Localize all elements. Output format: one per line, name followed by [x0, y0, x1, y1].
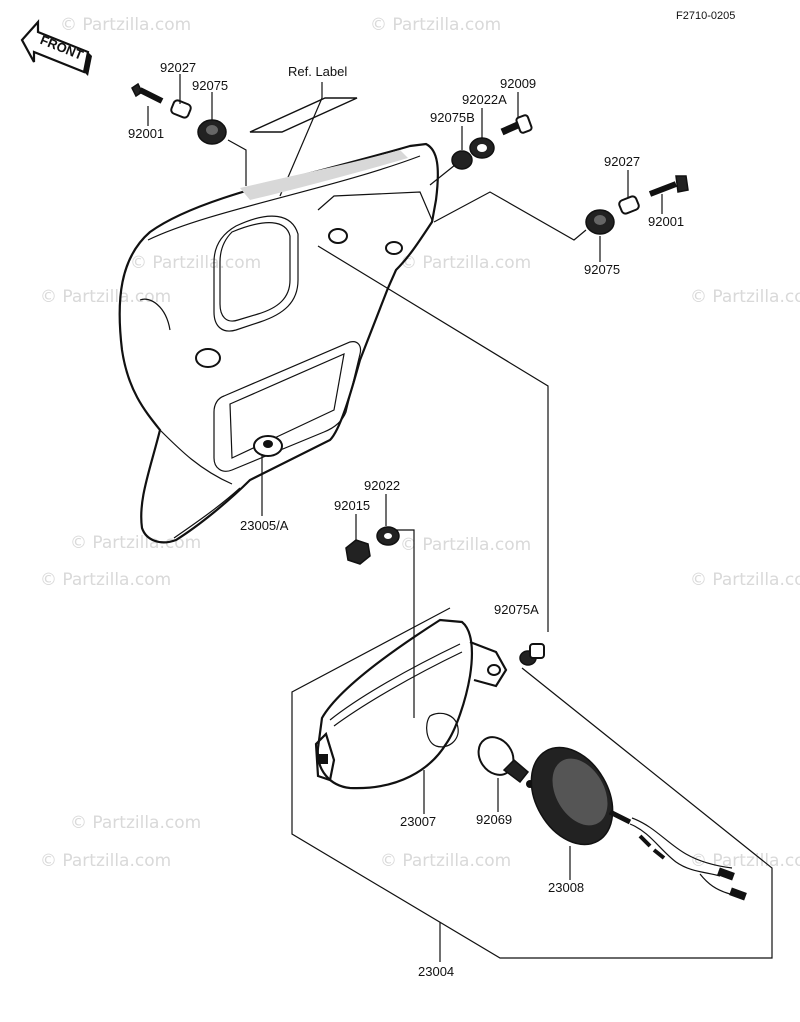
- watermark: © Partzilla.com: [690, 570, 800, 590]
- grommet-a: [519, 643, 545, 666]
- washer-a: [469, 137, 495, 159]
- watermark: © Partzilla.com: [40, 851, 171, 871]
- collar-right: [618, 195, 640, 215]
- watermark: © Partzilla.com: [70, 813, 201, 833]
- bolt-top: [500, 114, 533, 136]
- part-label-grommet-b: 92075B: [430, 110, 475, 125]
- signal-lens: [314, 618, 508, 790]
- nut: [345, 539, 371, 565]
- part-label-washer-a: 92022A: [462, 92, 507, 107]
- part-label-assembly: 23004: [418, 964, 454, 979]
- grommet-b: [451, 150, 473, 170]
- grommet-right: [585, 209, 615, 235]
- part-label-washer: 92022: [364, 478, 400, 493]
- front-arrow-icon: FRONT: [20, 19, 92, 76]
- part-label-collar-left: 92027: [160, 60, 196, 75]
- ref-label-text: Ref. Label: [288, 64, 347, 79]
- watermark: © Partzilla.com: [690, 851, 800, 871]
- watermark-layer: © Partzilla.com © Partzilla.com © Partzi…: [40, 15, 800, 871]
- part-label-grommet-left: 92075: [192, 78, 228, 93]
- watermark: © Partzilla.com: [40, 570, 171, 590]
- figure-code: F2710-0205: [676, 10, 735, 22]
- grommet-left: [197, 119, 227, 145]
- watermark: © Partzilla.com: [70, 533, 201, 553]
- watermark: © Partzilla.com: [400, 535, 531, 555]
- watermark: © Partzilla.com: [690, 287, 800, 307]
- part-label-nut: 92015: [334, 498, 370, 513]
- watermark: © Partzilla.com: [400, 253, 531, 273]
- watermark: © Partzilla.com: [40, 287, 171, 307]
- part-label-lens: 23007: [400, 814, 436, 829]
- watermark: © Partzilla.com: [370, 15, 501, 35]
- part-label-bulb: 92069: [476, 812, 512, 827]
- washer: [376, 526, 400, 546]
- socket-housing: [530, 746, 747, 901]
- part-label-screw-right: 92001: [648, 214, 684, 229]
- part-label-socket: 23008: [548, 880, 584, 895]
- watermark: © Partzilla.com: [60, 15, 191, 35]
- collar-left: [170, 99, 192, 119]
- part-label-bolt-top: 92009: [500, 76, 536, 91]
- part-label-grommet-right: 92075: [584, 262, 620, 277]
- part-label-screw-left: 92001: [128, 126, 164, 141]
- signal-cover: [118, 142, 439, 544]
- watermark: © Partzilla.com: [130, 253, 261, 273]
- ref-label-sticker: [249, 97, 358, 133]
- bulb: [477, 736, 534, 788]
- watermark: © Partzilla.com: [380, 851, 511, 871]
- screw-right: [648, 175, 689, 197]
- part-label-collar-right: 92027: [604, 154, 640, 169]
- part-label-grommet-a: 92075A: [494, 602, 539, 617]
- screw-left: [131, 82, 164, 104]
- assembly-bracket: [291, 607, 773, 959]
- part-label-cover: 23005/A: [240, 518, 289, 533]
